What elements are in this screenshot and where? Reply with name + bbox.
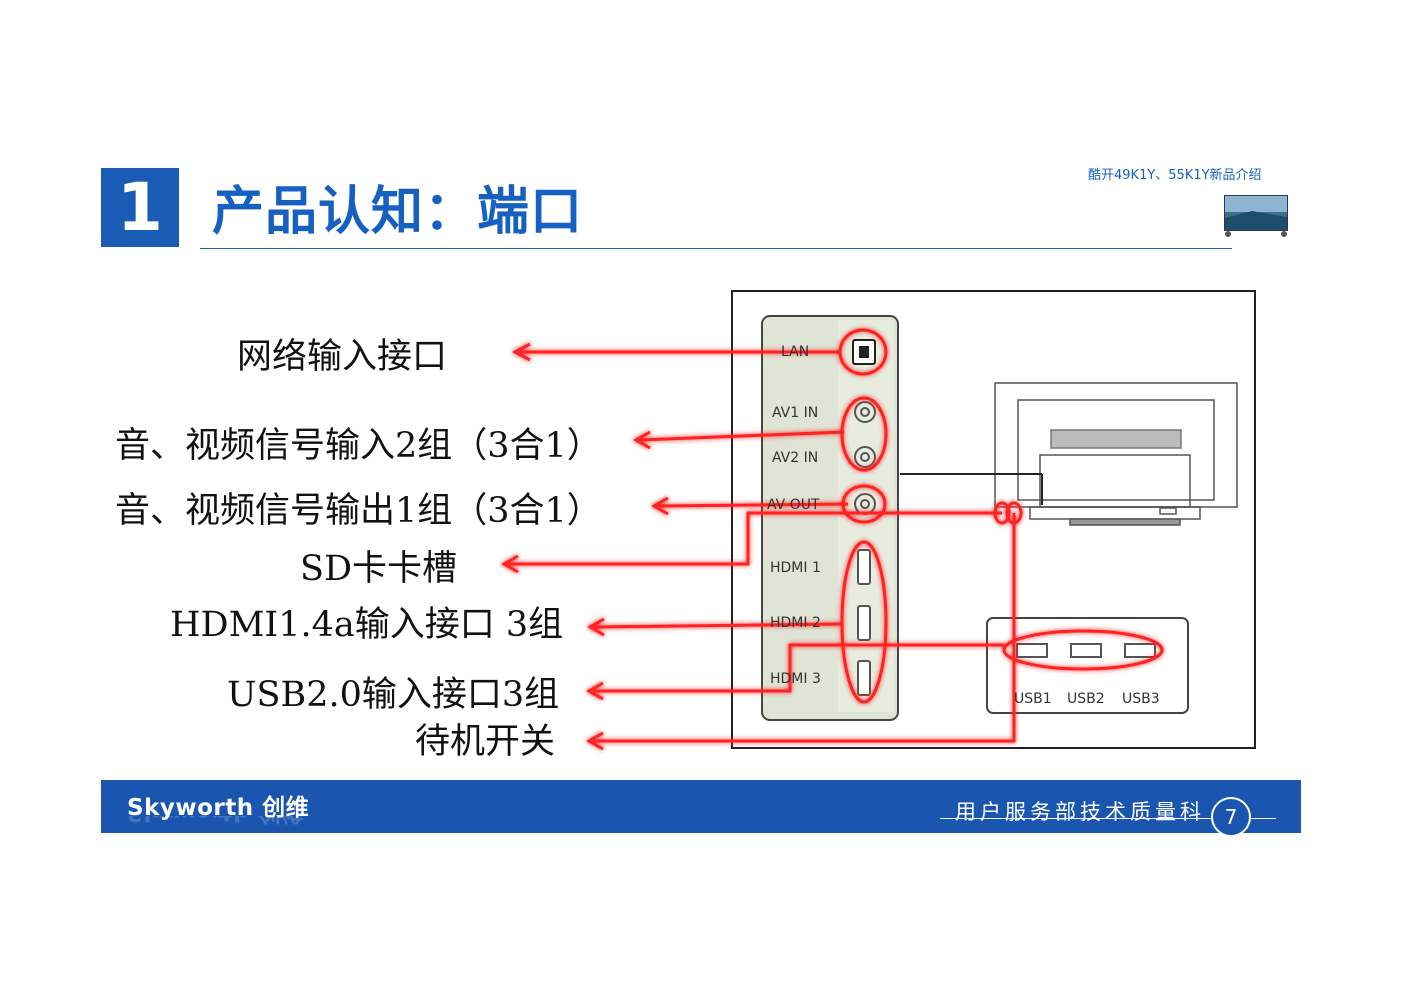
document-subtitle: 酷开49K1Y、55K1Y新品介绍 xyxy=(1088,168,1262,183)
footer-rule xyxy=(940,818,1276,819)
hdmi-port-icon xyxy=(857,549,871,696)
label-av-out: 音、视频信号输出1组（3合1） xyxy=(115,491,602,531)
panel-label-hdmi3: HDMI 3 xyxy=(770,671,821,687)
brand-logo: Skyworth 创维 xyxy=(127,795,310,821)
page-title: 产品认知：端口 xyxy=(212,182,584,242)
footer-bar xyxy=(101,780,1301,833)
highlight-annotations xyxy=(500,328,1164,751)
usb-panel xyxy=(986,617,1189,714)
panel-label-usb2: USB2 xyxy=(1067,691,1105,707)
panel-label-lan: LAN xyxy=(781,344,809,360)
brand-logo-reflection: Skyworth 创维 xyxy=(127,816,304,832)
panel-label-av2: AV2 IN xyxy=(772,450,818,466)
lan-port-icon xyxy=(852,339,876,365)
panel-label-hdmi2: HDMI 2 xyxy=(770,615,821,631)
label-usb: USB2.0输入接口3组 xyxy=(227,675,560,715)
panel-label-usb3: USB3 xyxy=(1122,691,1160,707)
panel-label-usb1: USB1 xyxy=(1014,691,1052,707)
usb-port-icon xyxy=(1016,643,1156,658)
title-underline xyxy=(200,248,1232,249)
label-power-switch: 待机开关 xyxy=(415,722,556,762)
label-hdmi: HDMI1.4a输入接口 3组 xyxy=(170,605,564,645)
tv-thumbnail-icon xyxy=(1224,195,1288,237)
page-number: 7 xyxy=(1211,797,1251,837)
label-lan: 网络输入接口 xyxy=(237,337,448,377)
footer-department: 用户服务部技术质量科 xyxy=(955,800,1205,824)
panel-label-hdmi1: HDMI 1 xyxy=(770,560,821,576)
label-sd-slot: SD卡卡槽 xyxy=(300,549,458,589)
av-jack-icon xyxy=(854,401,876,515)
label-av-in: 音、视频信号输入2组（3合1） xyxy=(115,426,602,466)
section-number: 1 xyxy=(101,168,179,247)
panel-label-avout: AV OUT xyxy=(767,497,820,513)
tv-back-drawing xyxy=(994,382,1238,526)
panel-label-av1: AV1 IN xyxy=(772,405,818,421)
